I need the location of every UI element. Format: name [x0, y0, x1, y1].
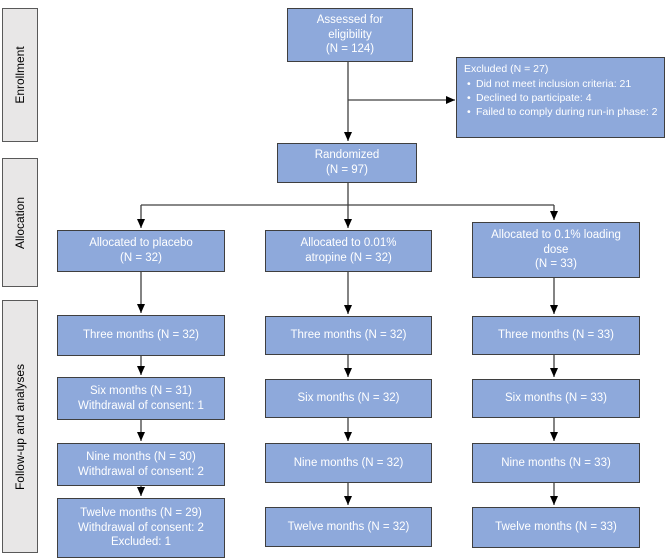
atropine01-six-months-text: Six months (N = 33) — [505, 392, 607, 405]
allocated-placebo-text: Allocated to placebo (N = 32) — [89, 237, 193, 264]
excluded-item-text: Declined to participate: 4 — [476, 91, 592, 104]
atropine001-twelve-months-text: Twelve months (N = 32) — [287, 520, 410, 533]
phase-label-allocation: Allocation — [13, 196, 27, 249]
placebo-twelve-months-text: Twelve months (N = 29) Withdrawal of con… — [78, 506, 204, 549]
excluded-title: Excluded (N = 27) — [464, 63, 549, 75]
assessed-eligibility-text: Assessed for eligibility (N = 124) — [316, 13, 384, 56]
bullet-icon: • — [467, 91, 471, 104]
excluded-item: • Declined to participate: 4 — [464, 92, 659, 106]
phase-band-followup: Follow-up and analyses — [2, 300, 38, 553]
box-atropine001-three-months: Three months (N = 32) — [265, 316, 432, 355]
randomized-text: Randomized (N = 97) — [314, 149, 380, 176]
box-placebo-six-months: Six months (N = 31) Withdrawal of consen… — [57, 377, 225, 420]
placebo-three-months-text: Three months (N = 32) — [82, 329, 199, 342]
box-assessed-eligibility: Assessed for eligibility (N = 124) — [287, 8, 413, 62]
box-placebo-three-months: Three months (N = 32) — [57, 315, 225, 356]
box-atropine01-six-months: Six months (N = 33) — [472, 379, 640, 418]
excluded-item: • Failed to comply during run-in phase: … — [464, 106, 659, 120]
bullet-icon: • — [467, 77, 471, 90]
bullet-icon: • — [467, 105, 471, 118]
box-atropine001-twelve-months: Twelve months (N = 32) — [265, 507, 432, 547]
box-atropine01-nine-months: Nine months (N = 33) — [472, 443, 640, 483]
atropine001-six-months-text: Six months (N = 32) — [297, 392, 400, 405]
phase-band-enrollment: Enrollment — [2, 8, 38, 142]
atropine001-nine-months-text: Nine months (N = 32) — [293, 456, 404, 469]
box-atropine001-nine-months: Nine months (N = 32) — [265, 443, 432, 483]
atropine01-three-months-text: Three months (N = 33) — [497, 329, 614, 342]
atropine01-nine-months-text: Nine months (N = 33) — [501, 456, 611, 469]
box-allocated-atropine-001: Allocated to 0.01% atropine (N = 32) — [265, 230, 432, 272]
allocated-atropine-01-loading-text: Allocated to 0.1% loading dose (N = 33) — [491, 228, 621, 271]
excluded-item-text: Failed to comply during run-in phase: 2 — [476, 105, 658, 118]
atropine001-three-months-text: Three months (N = 32) — [290, 329, 407, 342]
box-atropine01-three-months: Three months (N = 33) — [472, 316, 640, 355]
phase-band-allocation: Allocation — [2, 158, 38, 287]
box-placebo-nine-months: Nine months (N = 30) Withdrawal of conse… — [57, 443, 225, 486]
box-randomized: Randomized (N = 97) — [277, 143, 417, 183]
box-atropine01-twelve-months: Twelve months (N = 33) — [472, 507, 640, 548]
box-allocated-atropine-01-loading: Allocated to 0.1% loading dose (N = 33) — [472, 222, 640, 278]
excluded-item: • Did not meet inclusion criteria: 21 — [464, 78, 659, 92]
box-allocated-placebo: Allocated to placebo (N = 32) — [57, 230, 225, 272]
phase-label-followup: Follow-up and analyses — [13, 363, 27, 490]
excluded-item-text: Did not meet inclusion criteria: 21 — [476, 77, 632, 90]
box-excluded: Excluded (N = 27) • Did not meet inclusi… — [456, 57, 665, 138]
allocated-atropine-001-text: Allocated to 0.01% atropine (N = 32) — [300, 237, 397, 264]
phase-label-enrollment: Enrollment — [13, 46, 27, 104]
placebo-nine-months-text: Nine months (N = 30) Withdrawal of conse… — [78, 450, 204, 478]
placebo-six-months-text: Six months (N = 31) Withdrawal of consen… — [78, 384, 204, 412]
box-placebo-twelve-months: Twelve months (N = 29) Withdrawal of con… — [57, 498, 225, 558]
box-atropine001-six-months: Six months (N = 32) — [265, 379, 432, 418]
atropine01-twelve-months-text: Twelve months (N = 33) — [495, 521, 617, 534]
